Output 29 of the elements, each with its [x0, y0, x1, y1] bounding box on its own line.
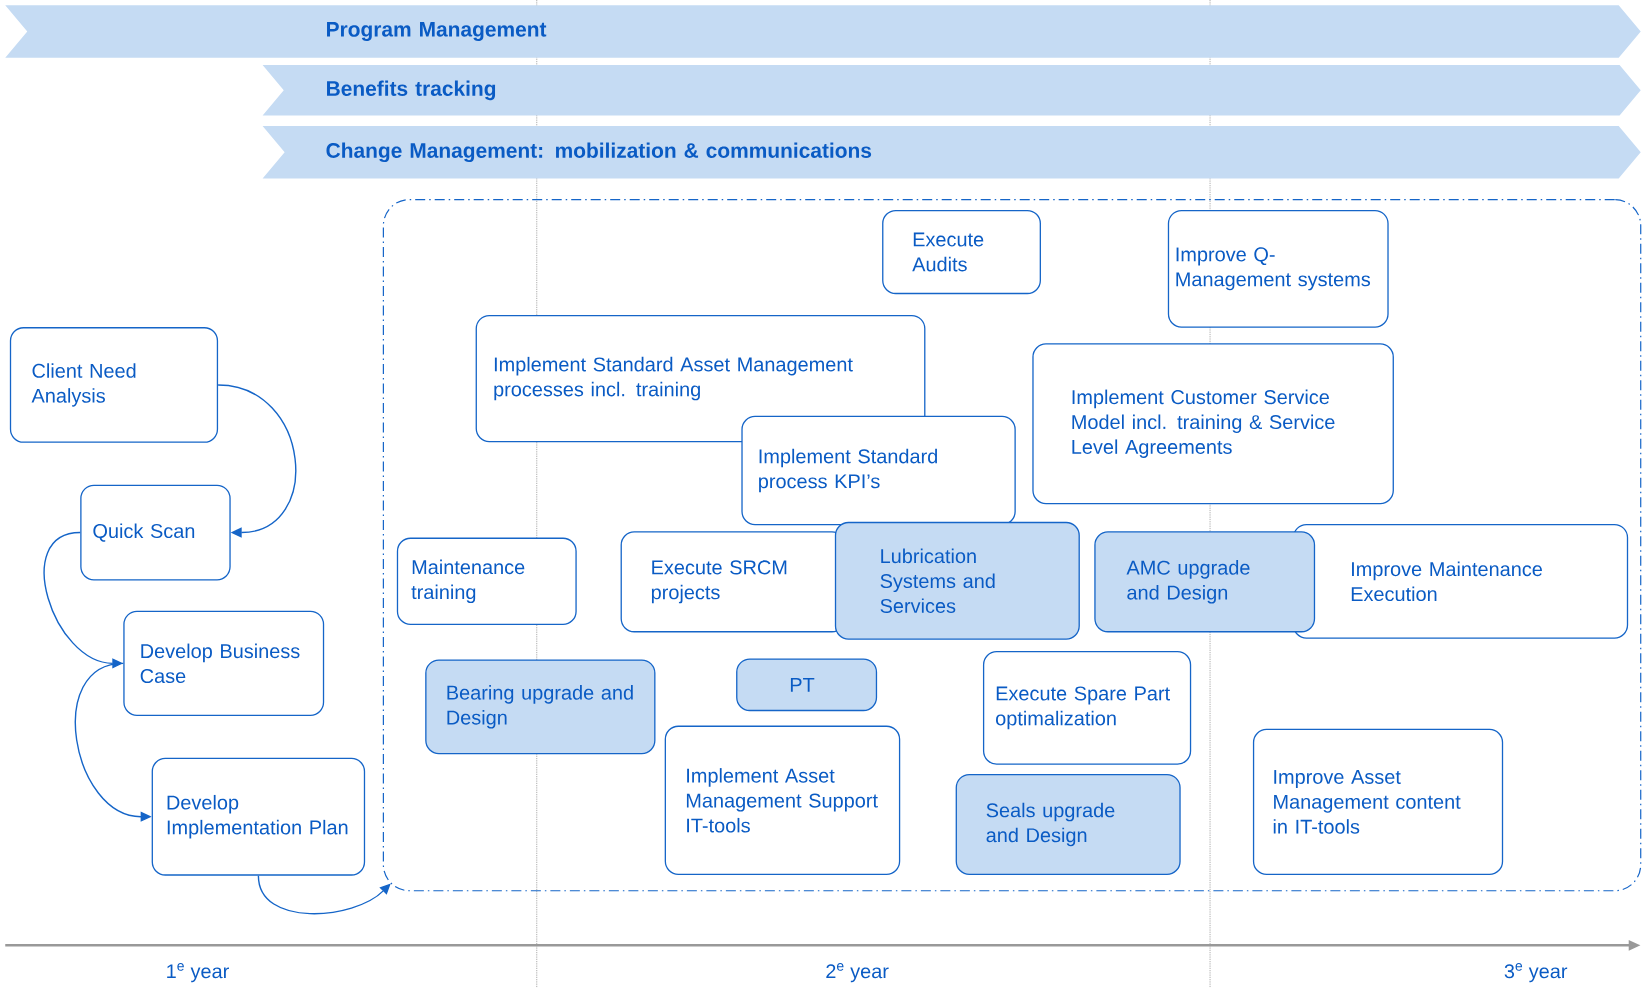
task-box: Execute SRCM projects: [620, 531, 846, 633]
timeline-band: Benefits tracking: [262, 65, 1641, 116]
task-box: Client Need Analysis: [9, 327, 219, 443]
timeline-band: Change Management: mobilization & communications: [262, 126, 1641, 179]
task-box: AMC upgrade and Design: [1094, 531, 1316, 633]
task-box: Execute Audits: [882, 209, 1041, 295]
task-box: Bearing upgrade and Design: [425, 659, 656, 755]
task-box: Develop Business Case: [123, 610, 325, 716]
task-box: Implement Customer Service Model incl. training & Service Level Agreements: [1032, 343, 1394, 505]
task-box: Implement Standard Asset Management processes incl. training: [475, 314, 926, 443]
dashed-frame: [382, 198, 1642, 892]
year-label: 2$^{e}$ year: [826, 963, 889, 983]
task-box: Implement Asset Management Support IT-tools: [664, 725, 901, 875]
task-box: Develop Implementation Plan: [151, 757, 366, 876]
year-label: 3$^{e}$ year: [1504, 963, 1568, 983]
curved-arrow: [217, 384, 297, 538]
task-box: Improve Q-Management systems: [1167, 209, 1389, 328]
task-box: Implement Standard process KPI’s: [741, 415, 1016, 526]
timeline-band: Program Management: [5, 5, 1641, 58]
task-box: Improve Asset Management content in IT-tools: [1252, 728, 1504, 876]
task-box: Seals upgrade and Design: [955, 773, 1181, 876]
year-label: 1$^{e}$ year: [167, 963, 229, 983]
task-box: Execute Spare Part optimalization: [982, 651, 1192, 765]
task-box: Lubrication Systems and Services: [834, 521, 1080, 640]
task-box: Maintenance training: [396, 537, 577, 626]
task-box: Quick Scan: [80, 484, 231, 581]
task-box: PT: [736, 658, 878, 712]
task-box: Improve Maintenance Execution: [1292, 523, 1629, 639]
curved-arrow: [257, 874, 391, 915]
